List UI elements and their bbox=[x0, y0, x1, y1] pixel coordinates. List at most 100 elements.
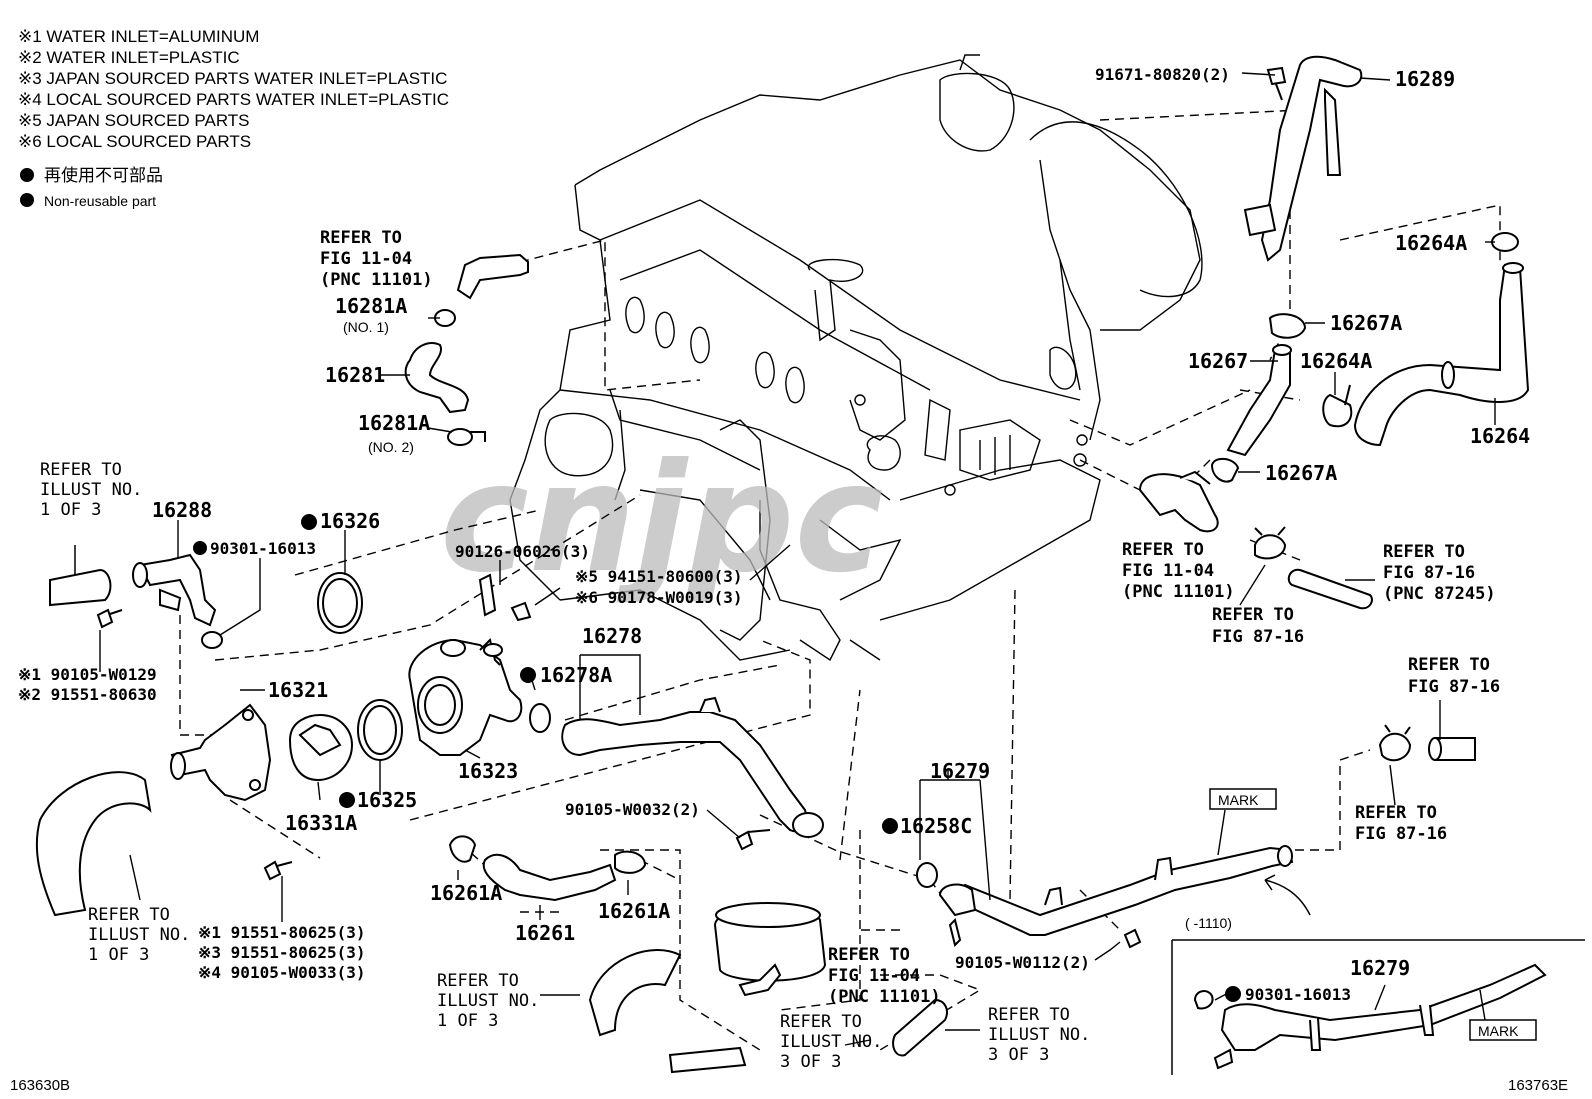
pipe-16289 bbox=[1260, 55, 1363, 262]
refer-line: REFER TO bbox=[988, 1005, 1070, 1025]
refer-line: FIG 87-16 bbox=[1355, 824, 1447, 844]
refer-block: REFER TO FIG 87-16 bbox=[1212, 605, 1304, 647]
refer-line: REFER TO bbox=[437, 971, 519, 991]
note-3: ※3 JAPAN SOURCED PARTS WATER INLET=PLAST… bbox=[18, 69, 447, 88]
label-16281A-2: 16281A bbox=[358, 411, 430, 435]
label-16281A-2-sub: (NO. 2) bbox=[368, 439, 414, 455]
mark-box bbox=[1209, 788, 1277, 810]
label-16281: 16281 bbox=[325, 363, 385, 387]
label-16264A-top: 16264A bbox=[1395, 231, 1467, 255]
label-16326: 16326 bbox=[320, 509, 380, 533]
refer-line: ILLUST NO. bbox=[40, 480, 142, 500]
label-90105a: ※1 90105-W0129 bbox=[18, 665, 157, 684]
label-90105b: 90105-W0032(2) bbox=[565, 800, 700, 819]
label-90126: 90126-06026(3) bbox=[455, 542, 590, 561]
label-90105d: 90105-W0112(2) bbox=[955, 953, 1090, 972]
refer-line: REFER TO bbox=[320, 228, 402, 248]
hose-16281 bbox=[404, 342, 470, 414]
figure-code-right: 163763E bbox=[1508, 1077, 1568, 1094]
legend-jp: 再使用不可部品 bbox=[44, 165, 163, 185]
hose-16261 bbox=[482, 853, 617, 902]
refer-line: FIG 87-16 bbox=[1383, 563, 1475, 583]
label-90105c: ※4 90105-W0033(3) bbox=[198, 963, 366, 982]
label-16261: 16261 bbox=[515, 921, 575, 945]
label-16267A-bot: 16267A bbox=[1265, 461, 1337, 485]
note-1: ※1 WATER INLET=ALUMINUM bbox=[18, 27, 259, 46]
label-16261A-right: 16261A bbox=[598, 899, 670, 923]
refer-block: REFER TO ILLUST NO. 3 OF 3 bbox=[780, 1012, 882, 1072]
refer-line: ILLUST NO. bbox=[780, 1032, 882, 1052]
refer-block: REFER TO FIG 11-04 (PNC 11101) bbox=[1122, 540, 1235, 602]
label-mark-2: MARK bbox=[1478, 1023, 1519, 1039]
refer-line: (PNC 87245) bbox=[1383, 584, 1496, 604]
label-91551b: ※1 91551-80625(3) bbox=[198, 923, 366, 942]
refer-block: REFER TO FIG 87-16 bbox=[1408, 655, 1500, 697]
refer-block: REFER TO FIG 11-04 (PNC 11101) bbox=[320, 228, 433, 290]
label-16281A-1-sub: (NO. 1) bbox=[343, 319, 389, 335]
label-16278A: 16278A bbox=[540, 663, 612, 687]
engine-block bbox=[509, 54, 1203, 662]
refer-line: FIG 11-04 bbox=[1122, 561, 1214, 581]
refer-line: (PNC 11101) bbox=[828, 987, 941, 1007]
refer-line: (PNC 11101) bbox=[320, 270, 433, 290]
note-6: ※6 LOCAL SOURCED PARTS bbox=[18, 132, 251, 151]
pipe-16279 bbox=[948, 846, 1294, 936]
label-range: ( -1110) bbox=[1185, 915, 1232, 931]
refer-line: REFER TO bbox=[1355, 803, 1437, 823]
label-90301b: 90301-16013 bbox=[1245, 985, 1351, 1004]
non-reusable-bullet-icon bbox=[301, 514, 317, 530]
parts bbox=[35, 55, 1585, 1075]
label-16331A: 16331A bbox=[285, 811, 357, 835]
refer-line: REFER TO bbox=[1212, 605, 1294, 625]
pipe-16288 bbox=[138, 553, 217, 627]
refer-block: REFER TO ILLUST NO. 1 OF 3 bbox=[88, 905, 190, 965]
refer-line: 3 OF 3 bbox=[988, 1045, 1049, 1065]
label-91671: 91671-80820(2) bbox=[1095, 65, 1230, 84]
refer-line: REFER TO bbox=[780, 1012, 862, 1032]
refer-line: FIG 87-16 bbox=[1408, 677, 1500, 697]
refer-line: (PNC 11101) bbox=[1122, 582, 1235, 602]
refer-line: 1 OF 3 bbox=[88, 945, 149, 965]
part-labels: 91671-80820(2) 16289 16264A 16267A 16267… bbox=[18, 65, 1537, 1041]
non-reusable-bullet-icon bbox=[20, 193, 34, 207]
label-94151: ※5 94151-80600(3) bbox=[575, 567, 743, 586]
hose-16267 bbox=[1226, 349, 1291, 457]
non-reusable-bullet-icon bbox=[193, 541, 207, 555]
label-91551a: ※2 91551-80630 bbox=[18, 685, 157, 704]
label-16289: 16289 bbox=[1395, 67, 1455, 91]
figure-code-left: 163630B bbox=[10, 1077, 70, 1094]
refer-block: REFER TO ILLUST NO. 1 OF 3 bbox=[437, 971, 539, 1031]
label-16258C: 16258C bbox=[900, 814, 972, 838]
label-16281A-1: 16281A bbox=[335, 294, 407, 318]
label-16288: 16288 bbox=[152, 498, 212, 522]
label-16323: 16323 bbox=[458, 759, 518, 783]
label-16267: 16267 bbox=[1188, 349, 1248, 373]
refer-block: REFER TO FIG 87-16 (PNC 87245) bbox=[1383, 542, 1496, 604]
note-5: ※5 JAPAN SOURCED PARTS bbox=[18, 111, 250, 130]
non-reusable-bullet-icon bbox=[20, 168, 34, 182]
refer-line: REFER TO bbox=[88, 905, 170, 925]
note-2: ※2 WATER INLET=PLASTIC bbox=[18, 48, 240, 67]
refer-line: REFER TO bbox=[1408, 655, 1490, 675]
refer-block: REFER TO ILLUST NO. 3 OF 3 bbox=[988, 1005, 1090, 1065]
refer-block: REFER TO FIG 87-16 bbox=[1355, 803, 1447, 844]
hose-16264 bbox=[1353, 263, 1530, 447]
label-90301a: 90301-16013 bbox=[210, 539, 316, 558]
refer-line: ILLUST NO. bbox=[437, 991, 539, 1011]
refer-line: ILLUST NO. bbox=[88, 925, 190, 945]
refer-blocks: REFER TO FIG 11-04 (PNC 11101) REFER TO … bbox=[40, 228, 1500, 1072]
refer-block: REFER TO FIG 11-04 (PNC 11101) bbox=[828, 945, 941, 1007]
label-16261A-left: 16261A bbox=[430, 881, 502, 905]
non-reusable-bullet-icon bbox=[520, 667, 536, 683]
refer-line: REFER TO bbox=[1383, 542, 1465, 562]
refer-line: ILLUST NO. bbox=[988, 1025, 1090, 1045]
label-16321: 16321 bbox=[268, 678, 328, 702]
legend-en: Non-reusable part bbox=[44, 193, 156, 209]
label-16264: 16264 bbox=[1470, 424, 1530, 448]
label-16267A-top: 16267A bbox=[1330, 311, 1402, 335]
label-91551c: ※3 91551-80625(3) bbox=[198, 943, 366, 962]
refer-block: REFER TO ILLUST NO. 1 OF 3 bbox=[40, 460, 142, 520]
label-16279-inset: 16279 bbox=[1350, 956, 1410, 980]
